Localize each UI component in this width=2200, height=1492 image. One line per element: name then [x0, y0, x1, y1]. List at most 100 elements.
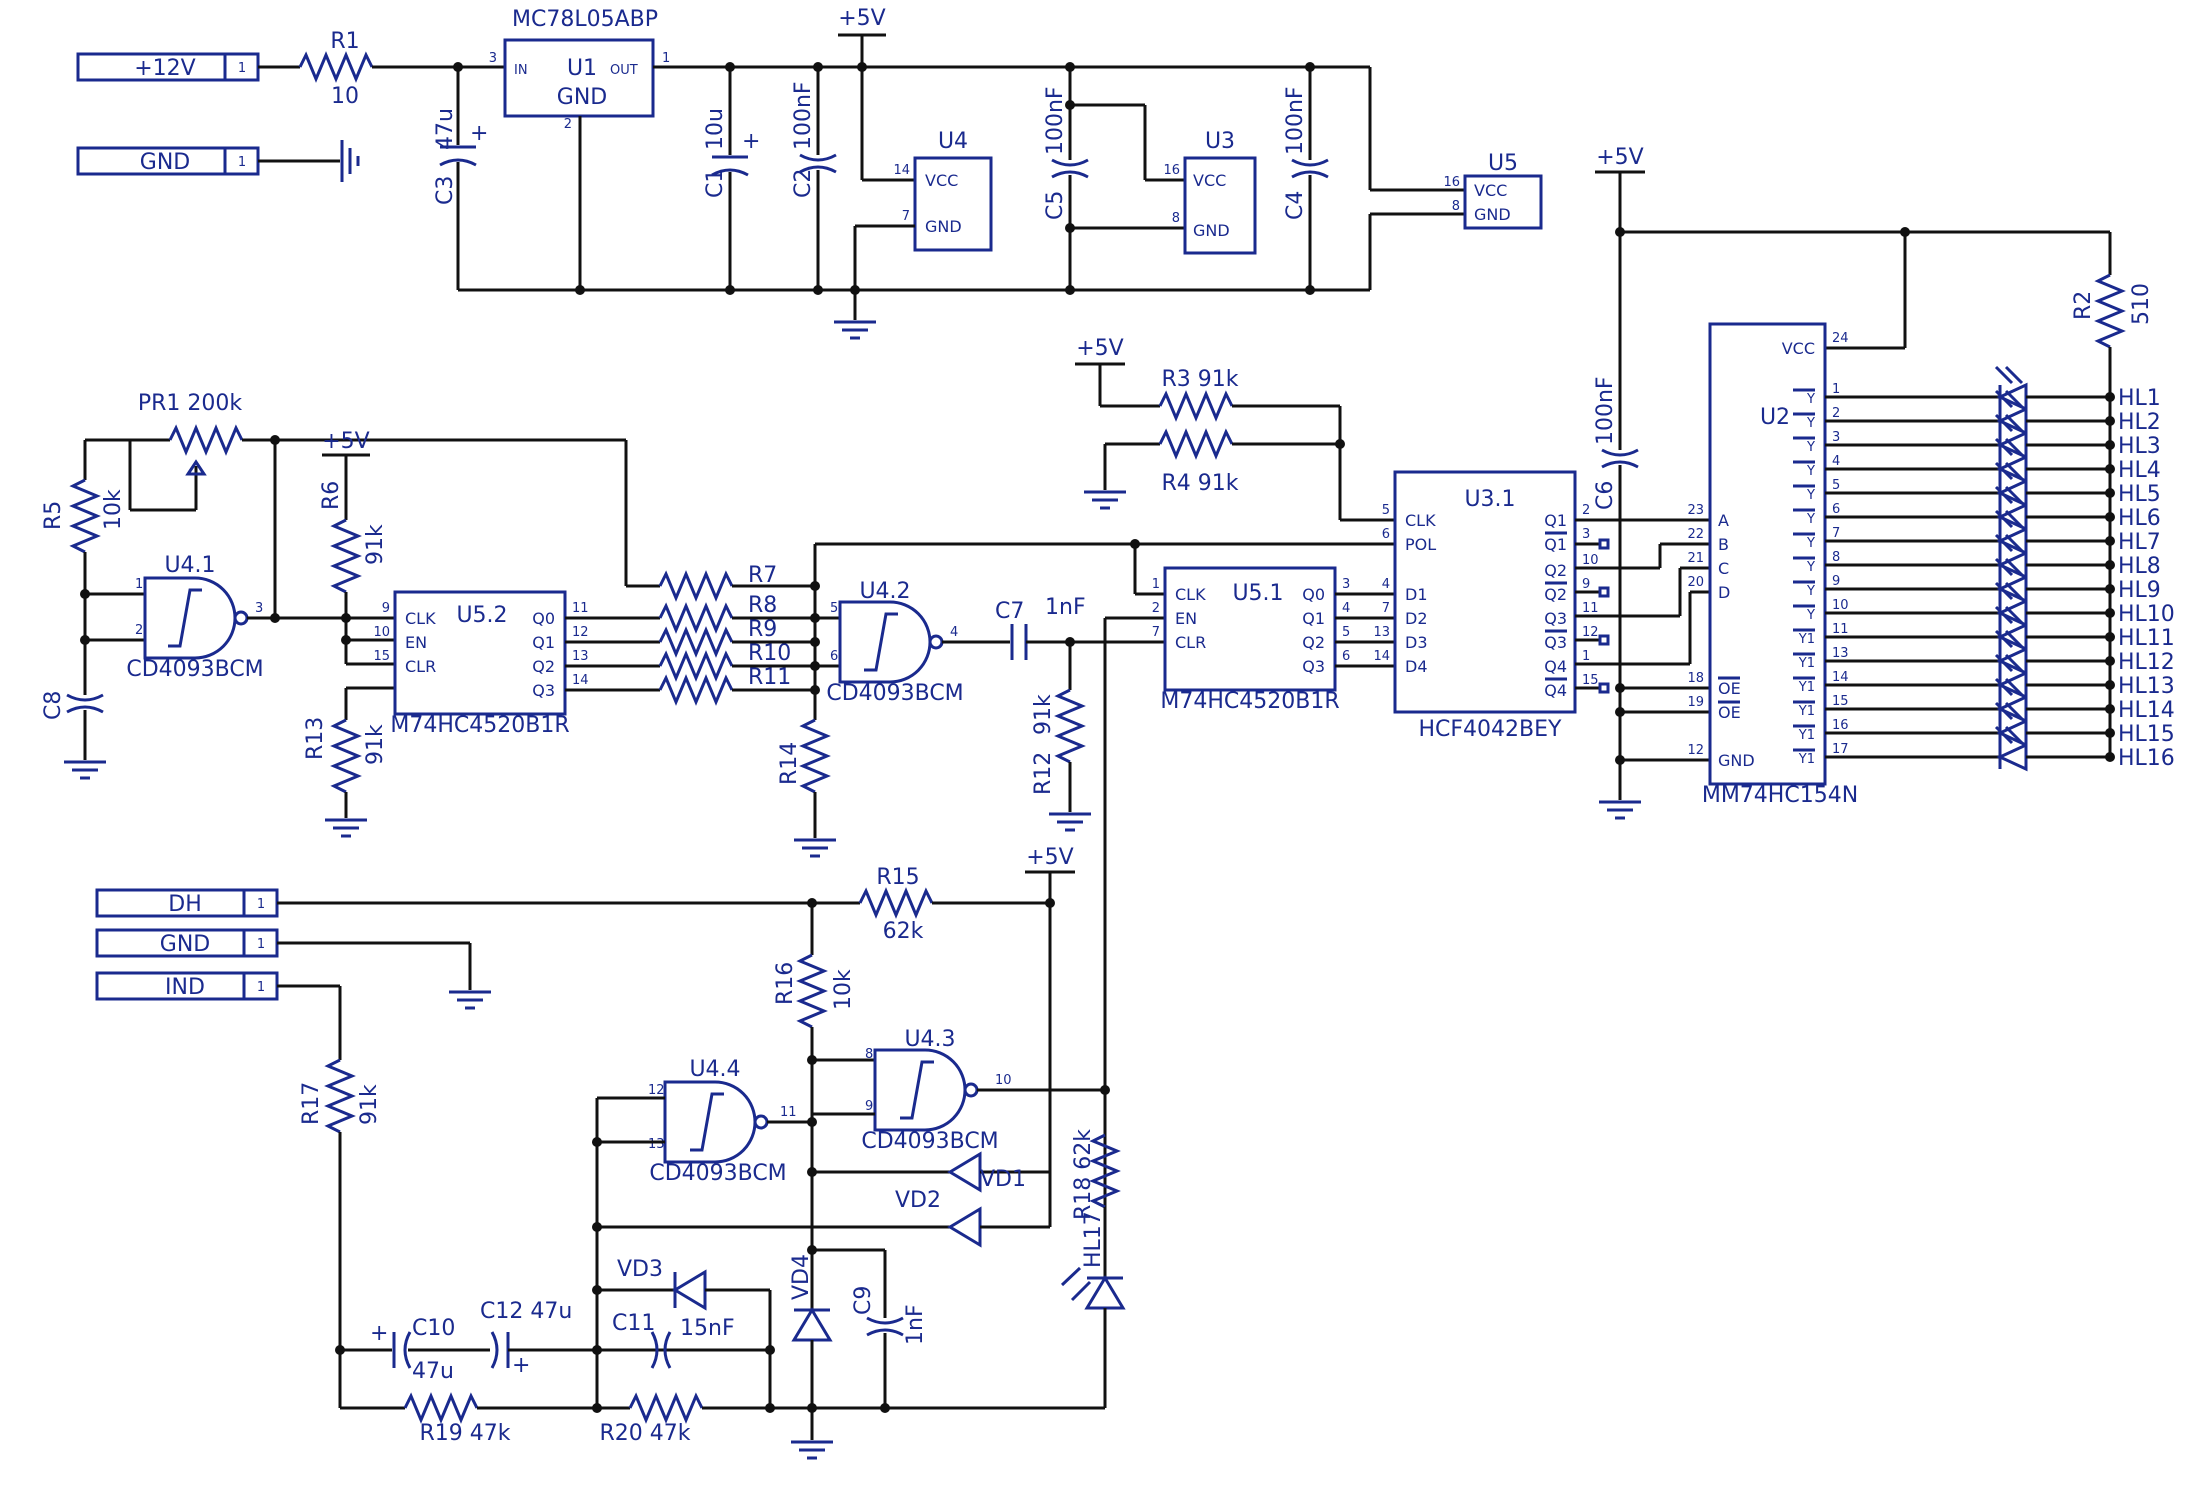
resistor-r17: [324, 1058, 356, 1134]
svg-text:3: 3: [1342, 577, 1350, 592]
regulator-gnd: GND: [557, 85, 607, 110]
pin-number: 5: [830, 601, 838, 616]
svg-text:Q2: Q2: [1302, 633, 1325, 652]
connector-ind-label: IND: [165, 975, 205, 1000]
svg-text:22: 22: [1687, 527, 1704, 542]
svg-text:CLK: CLK: [1175, 585, 1206, 604]
resistor-r19: [403, 1392, 479, 1424]
regulator-ref: U1: [567, 56, 597, 81]
pin-number: 15: [1832, 694, 1849, 709]
resistor-r4: [1158, 428, 1234, 460]
led-ray: [1994, 677, 2014, 697]
u2-output-label: Y1: [1798, 656, 1815, 671]
led-label: HL11: [2118, 626, 2175, 651]
connector-gnd-top-label: GND: [140, 150, 190, 175]
led-ray: [1994, 533, 2014, 553]
vd1-ref: VD1: [980, 1167, 1026, 1192]
r1-value: 10: [331, 84, 359, 109]
pin-number: 6: [830, 649, 838, 664]
u41-ref: U4.1: [164, 553, 215, 578]
connector-ind: IND 1: [95, 971, 279, 1001]
u51-part: M74HC4520B1R: [1160, 689, 1339, 714]
led-ray: [2004, 461, 2024, 481]
resistor-r13: [330, 718, 362, 794]
ground-symbol: [1049, 812, 1091, 832]
svg-text:15: 15: [1582, 673, 1599, 688]
diode-vd4: [791, 1307, 833, 1342]
c9-ref: C9: [851, 1286, 876, 1315]
pin-number: 1: [238, 155, 246, 170]
svg-text:EN: EN: [405, 633, 427, 652]
svg-text:Q0: Q0: [532, 609, 555, 628]
svg-text:Q3: Q3: [1544, 609, 1567, 628]
pin-number: 4: [950, 625, 958, 640]
pin-number: 16: [1443, 175, 1460, 190]
svg-text:Q2: Q2: [532, 657, 555, 676]
u42-part: CD4093BCM: [826, 681, 963, 706]
svg-text:9: 9: [382, 601, 390, 616]
svg-text:D4: D4: [1405, 657, 1428, 676]
led-label: HL16: [2118, 746, 2175, 771]
u2-output-label: Y: [1806, 416, 1815, 431]
u2-output-label: Y: [1806, 584, 1815, 599]
supply-5v-label: +5V: [838, 6, 885, 31]
decoder-u2: [1708, 322, 1827, 786]
u44-part: CD4093BCM: [649, 1161, 786, 1186]
diode-vd3: [672, 1269, 707, 1311]
led-ray: [2004, 533, 2024, 553]
ground-symbol: [1084, 490, 1126, 510]
svg-text:EN: EN: [1175, 609, 1197, 628]
svg-text:Q4: Q4: [1544, 681, 1567, 700]
pin-number: 1: [238, 61, 246, 76]
svg-text:2: 2: [1582, 503, 1590, 518]
pin-number: 8: [1452, 199, 1460, 214]
c9-value: 1nF: [903, 1304, 928, 1345]
svg-text:OE: OE: [1718, 679, 1741, 698]
u2-output-label: Y: [1806, 560, 1815, 575]
svg-text:CLK: CLK: [1405, 511, 1436, 530]
svg-text:7: 7: [1152, 625, 1160, 640]
c5-value: 100nF: [1043, 86, 1068, 155]
svg-text:POL: POL: [1405, 535, 1436, 554]
svg-text:Q1: Q1: [1544, 511, 1567, 530]
pin-number: 1: [257, 980, 265, 995]
led-diode: [1996, 742, 2028, 772]
r16-value: 10k: [831, 969, 856, 1010]
connector-12v-label: +12V: [134, 56, 195, 81]
u52-ref: U5.2: [456, 603, 507, 628]
svg-text:OE: OE: [1718, 703, 1741, 722]
plus-sign: +: [742, 129, 760, 154]
led-ray: [1994, 605, 2014, 625]
ground-symbol: [834, 320, 876, 340]
ground-symbol: [325, 818, 367, 838]
u2-ref: U2: [1760, 405, 1790, 430]
chip-u5-power: [1463, 174, 1543, 230]
svg-text:11: 11: [1582, 601, 1599, 616]
svg-text:D2: D2: [1405, 609, 1428, 628]
c5-ref: C5: [1043, 191, 1068, 220]
led-label: HL3: [2118, 434, 2161, 459]
vd3-ref: VD3: [617, 1257, 663, 1282]
chip-u4-power: [913, 156, 993, 252]
vd4-ref: VD4: [789, 1254, 814, 1300]
c8-ref: C8: [41, 691, 66, 720]
r6-ref: R6: [319, 481, 344, 510]
c11-value: 15nF: [680, 1316, 735, 1341]
svg-text:5: 5: [1382, 503, 1390, 518]
r5-ref: R5: [41, 501, 66, 530]
connector-dh-label: DH: [168, 892, 201, 917]
r15-ref: R15: [876, 865, 919, 890]
u31-left-pins: CLK POL D1 D2 D3 D4 5 6 4 7 13 14: [1373, 503, 1436, 676]
led-ray: [2004, 485, 2024, 505]
led-ray: [1994, 581, 2014, 601]
led-ray: [2004, 365, 2024, 385]
u2-output-label: Y: [1806, 464, 1815, 479]
pin-number: 3: [489, 51, 497, 66]
pin-number: 2: [1832, 406, 1840, 421]
u3-gnd: GND: [1193, 221, 1230, 240]
connector-dh: DH 1: [95, 888, 279, 918]
resistor-r15: [858, 887, 934, 919]
r20-label: R20 47k: [599, 1421, 690, 1446]
r7-ref: R7: [748, 563, 777, 588]
latch-u31: [1393, 470, 1577, 714]
